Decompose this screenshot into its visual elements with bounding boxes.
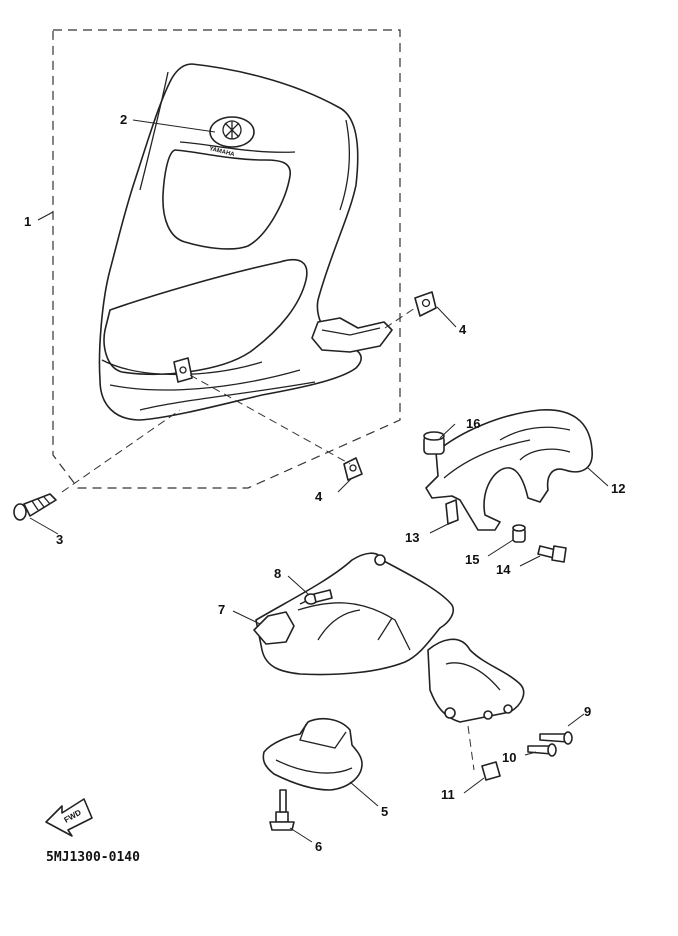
tab-part-13: [445, 499, 459, 525]
callout-5: 5: [381, 804, 388, 819]
callout-16: 16: [466, 416, 480, 431]
leader-line: [587, 467, 609, 487]
forward-direction-arrow: FWD: [45, 798, 93, 837]
callout-12: 12: [611, 481, 625, 496]
alignment-line: [189, 374, 351, 465]
callout-1: 1: [24, 214, 31, 229]
callout-4-upper: 4: [459, 322, 467, 337]
callout-4-lower: 4: [315, 489, 323, 504]
callout-11: 11: [441, 787, 455, 802]
leader-line: [337, 477, 353, 493]
inner-panel-part-7: [253, 552, 525, 723]
leader-line: [567, 713, 585, 727]
callout-13: 13: [405, 530, 419, 545]
screw-part-9: [539, 731, 573, 745]
leader-line: [429, 521, 453, 534]
nut-part-11: [481, 761, 501, 781]
nut-clip-part-4-lower: [343, 457, 363, 481]
cover-plate-part-5: [262, 717, 363, 791]
alignment-line: [384, 305, 419, 329]
callout-2: 2: [120, 112, 127, 127]
leader-line: [37, 211, 54, 221]
callout-6: 6: [315, 839, 322, 854]
leader-line: [29, 517, 59, 535]
yamaha-emblem-part: YAMAHA: [209, 116, 255, 158]
callout-14: 14: [496, 562, 511, 577]
alignment-line: [467, 725, 475, 771]
leader-line: [436, 306, 457, 328]
screw-part-10: [527, 743, 557, 757]
leader-line: [524, 751, 537, 756]
inner-guard-part-12: [425, 409, 593, 531]
leader-line: [519, 555, 541, 567]
assembly-boundary-dashed: [52, 29, 401, 489]
leader-line: [463, 777, 485, 794]
callout-15: 15: [465, 552, 479, 567]
leader-line: [287, 575, 309, 595]
collar-part-15: [512, 524, 526, 543]
bolt-part-14: [537, 545, 567, 563]
callout-10: 10: [502, 750, 516, 765]
callout-8: 8: [274, 566, 281, 581]
grommet-part-16: [423, 431, 445, 455]
alignment-line: [61, 409, 181, 493]
leader-line: [487, 539, 514, 557]
callout-3: 3: [56, 532, 63, 547]
leader-line: [132, 119, 216, 133]
bolt-part-6: [269, 789, 295, 831]
diagram-code: 5MJ1300-0140: [46, 850, 140, 865]
leader-line: [439, 423, 456, 439]
callout-9: 9: [584, 704, 591, 719]
front-cover-part: [98, 63, 393, 421]
nut-clip-part-4-upper: [414, 291, 437, 317]
leader-line: [349, 781, 379, 807]
leader-line: [232, 610, 261, 625]
callout-7: 7: [218, 602, 225, 617]
bolt-part-8: [304, 589, 333, 605]
leader-line: [289, 827, 313, 843]
screw-part-3: [13, 493, 57, 521]
